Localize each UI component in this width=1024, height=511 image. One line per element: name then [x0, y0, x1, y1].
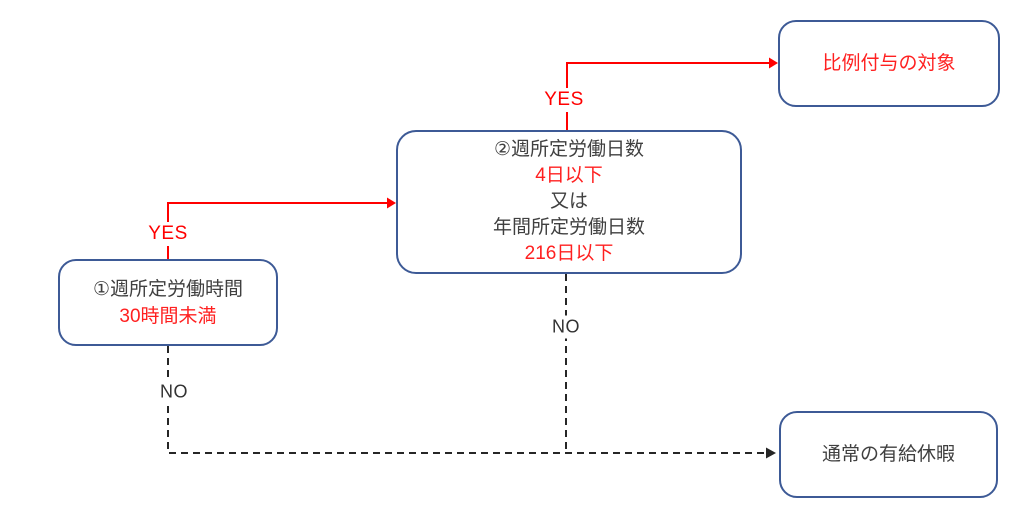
node-weekly-hours-condition: 30時間未満 — [119, 305, 217, 327]
node-proportional-grant: 比例付与の対象 — [778, 20, 1000, 107]
node-weekly-hours: ①週所定労働時間 30時間未満 — [58, 259, 278, 346]
node-weekly-days-subtitle: 年間所定労働日数 — [492, 217, 645, 238]
node-normal-paid-leave: 通常の有給休暇 — [779, 411, 998, 498]
yes-left-arrowhead-icon — [387, 197, 396, 209]
node-proportional-grant-label: 比例付与の対象 — [822, 52, 956, 74]
yes-label-center: YES — [541, 88, 587, 112]
node-weekly-hours-title: ①週所定労働時間 — [92, 278, 244, 300]
yes-center-arrowhead-icon — [769, 57, 778, 69]
node-weekly-days-title: ②週所定労働日数 — [493, 139, 645, 160]
no-left-arrowhead-icon — [766, 447, 776, 459]
yes-left-arrow-line — [167, 202, 387, 259]
no-left-arrow-line — [167, 346, 766, 454]
node-weekly-days-condition-1: 4日以下 — [535, 165, 603, 186]
node-weekly-days-condition-2: 216日以下 — [524, 243, 614, 264]
yes-label-left: YES — [145, 222, 191, 246]
yes-center-arrow-line — [566, 62, 769, 130]
node-normal-paid-leave-label: 通常の有給休暇 — [821, 443, 955, 465]
no-label-left: NO — [157, 380, 191, 404]
no-label-center: NO — [549, 315, 583, 339]
node-weekly-days-or: 又は — [549, 191, 588, 212]
node-weekly-days: ②週所定労働日数 4日以下 又は 年間所定労働日数 216日以下 — [396, 130, 742, 274]
